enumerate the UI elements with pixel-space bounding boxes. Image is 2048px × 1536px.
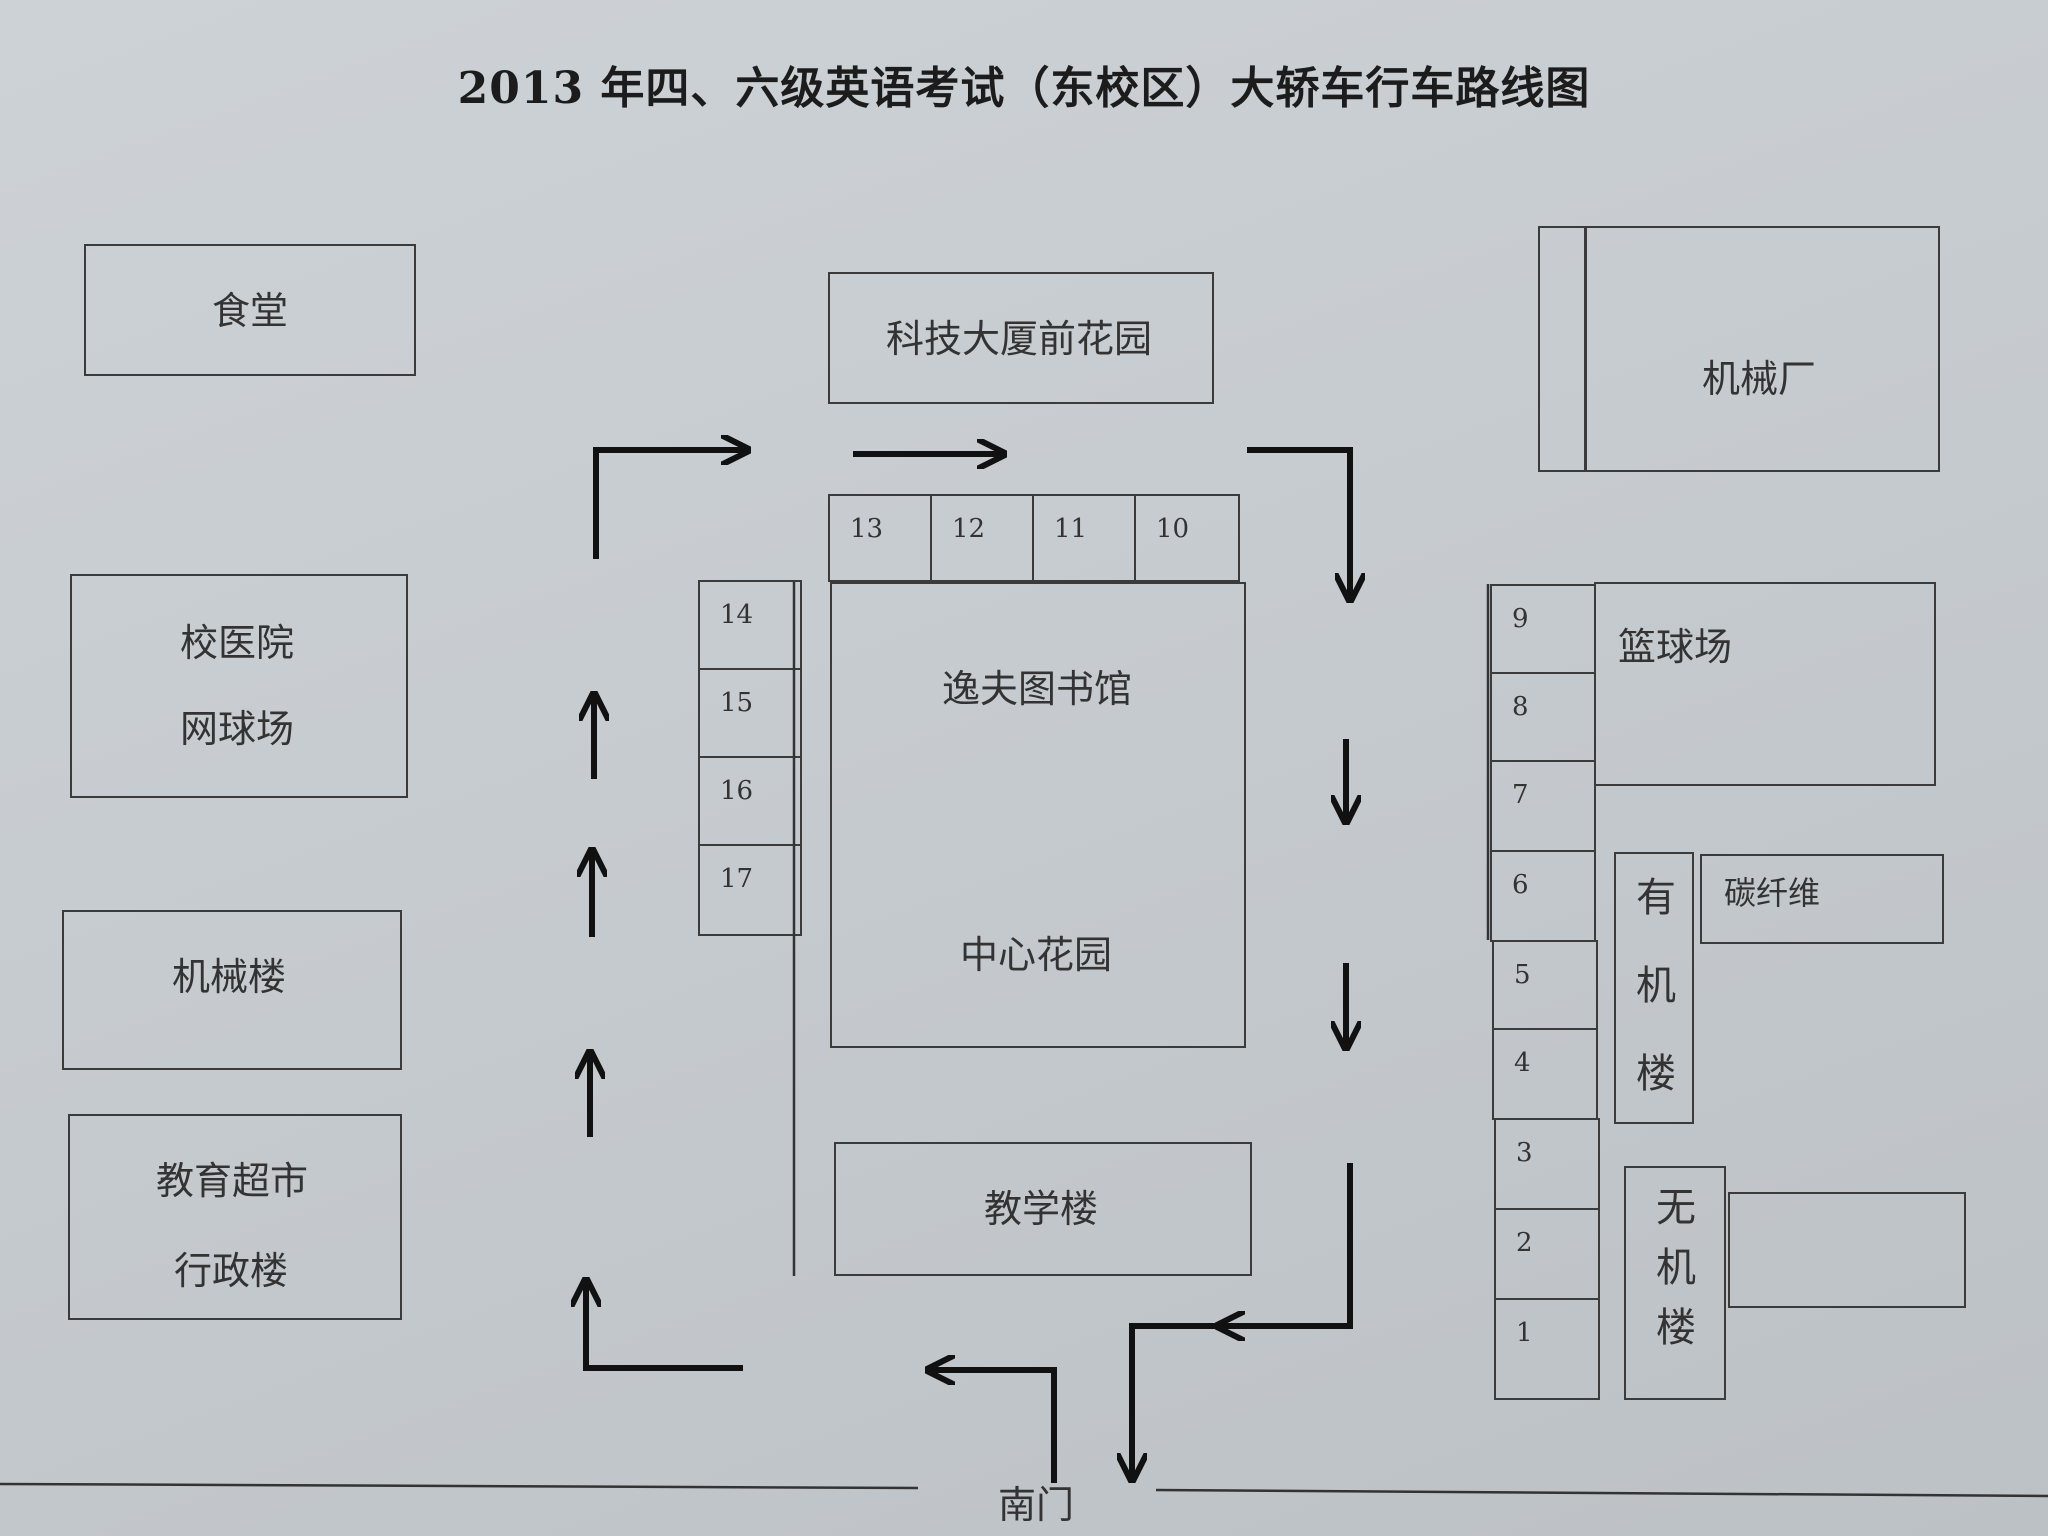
central-garden-label: 中心花园 (960, 933, 1113, 977)
mech-building-box: 机械楼 (62, 910, 402, 1070)
slot-number: 6 (1512, 870, 1529, 900)
south-boundary-right (1155, 1488, 2048, 1498)
slot-number: 13 (850, 514, 884, 544)
machinery-factory-box: 机械厂 (1538, 226, 1940, 472)
hospital-label: 校医院 (180, 621, 295, 665)
tennis-label: 网球场 (180, 707, 295, 751)
supermarket-label: 教育超市 (156, 1159, 309, 1203)
slot-number: 15 (720, 688, 754, 718)
organic-building-box: 有 机 楼 (1614, 852, 1694, 1124)
hospital-tennis-box: 校医院 网球场 (70, 574, 408, 798)
inorganic-building-box: 无 机 楼 (1624, 1166, 1726, 1400)
slot-number: 2 (1516, 1228, 1533, 1258)
organic-char-2: 机 (1636, 963, 1676, 1009)
carbon-fiber-label: 碳纤维 (1724, 874, 1821, 912)
admin-label: 行政楼 (174, 1249, 289, 1293)
teaching-label: 教学楼 (984, 1187, 1099, 1231)
south-gate-label: 南门 (998, 1483, 1075, 1527)
slot-number: 10 (1156, 514, 1190, 544)
slot-number: 14 (720, 600, 754, 630)
carbon-fiber-box: 碳纤维 (1700, 854, 1944, 944)
slot-number: 11 (1054, 514, 1088, 544)
tech-garden-box: 科技大厦前花园 (828, 272, 1214, 404)
tech-garden-label: 科技大厦前花园 (886, 317, 1153, 361)
inorganic-char-3: 楼 (1656, 1305, 1696, 1351)
slot-number: 1 (1516, 1318, 1533, 1348)
slot-number: 5 (1514, 960, 1531, 990)
slot-number: 9 (1512, 604, 1529, 634)
route-arrow-bottom-left-corner (586, 1277, 743, 1371)
parking-slot-17: 17 (698, 844, 802, 936)
slot-number: 3 (1516, 1138, 1533, 1168)
south-boundary-left (0, 1482, 919, 1490)
library-garden-box: 逸夫图书馆 中心花园 (830, 582, 1246, 1048)
route-arrow-right-bottom-corner (1215, 1163, 1353, 1326)
basketball-label: 篮球场 (1618, 625, 1733, 669)
slot-number: 17 (720, 864, 754, 894)
slot-number: 8 (1512, 692, 1529, 722)
page-title: 2013 年四、六级英语考试（东校区）大轿车行车路线图 (457, 63, 1591, 114)
slot-number: 16 (720, 776, 754, 806)
parking-slot-1: 1 (1494, 1298, 1600, 1400)
organic-char-3: 楼 (1636, 1051, 1676, 1097)
machinery-factory-label: 机械厂 (1702, 357, 1817, 401)
slot-number: 7 (1512, 780, 1529, 810)
inorganic-char-1: 无 (1656, 1185, 1696, 1231)
mech-building-label: 机械楼 (172, 955, 287, 999)
unlabeled-building-box (1728, 1192, 1966, 1308)
teaching-building-box: 教学楼 (834, 1142, 1252, 1276)
canteen-label: 食堂 (212, 289, 289, 333)
slot-number: 12 (952, 514, 986, 544)
route-arrow-south-gate-exit (1132, 1323, 1221, 1483)
inorganic-char-2: 机 (1656, 1245, 1696, 1291)
library-label: 逸夫图书馆 (942, 667, 1133, 711)
route-arrow-south-gate-entry (925, 1370, 1057, 1483)
parking-slot-10: 10 (1134, 494, 1240, 582)
slot-number: 4 (1514, 1048, 1531, 1078)
basketball-court-box: 篮球场 (1594, 582, 1936, 786)
canteen-box: 食堂 (84, 244, 416, 376)
supermarket-admin-box: 教育超市 行政楼 (68, 1114, 402, 1320)
route-arrow-top-right-corner (1247, 447, 1350, 603)
route-arrow-top-left-corner (593, 450, 751, 559)
organic-char-1: 有 (1636, 875, 1676, 921)
